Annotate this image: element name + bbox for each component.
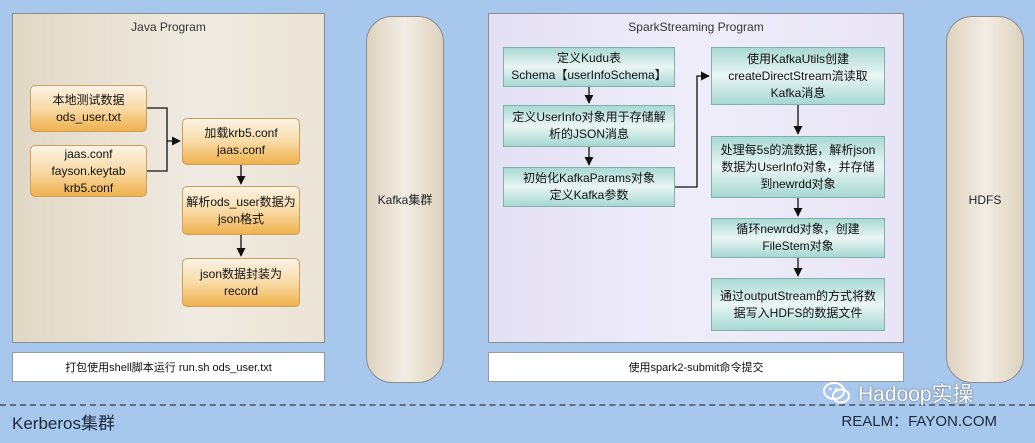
realm-label: REALM：FAYON.COM: [841, 413, 997, 430]
arrow-kafka-params-to-stream: [675, 71, 710, 188]
spark-panel-title: SparkStreaming Program: [628, 20, 764, 34]
node-parse-data: 解析ods_user数据为 json格式: [182, 186, 300, 235]
node-define-kudu-table: 定义Kudu表 Schema【userInfoSchema】: [503, 47, 675, 87]
hdfs-pillar: HDFS: [946, 16, 1024, 383]
node-define-userinfo: 定义UserInfo对象用于存储解 析的JSON消息: [503, 105, 675, 147]
kerberos-cluster-label: Kerberos集群: [12, 414, 115, 433]
kerberos-boundary-line: [0, 404, 1035, 406]
node-write-hdfs: 通过outputStream的方式将数 据写入HDFS的数据文件: [711, 278, 885, 331]
node-load-config: 加载krb5.conf jaas.conf: [182, 118, 300, 165]
java-panel-title: Java Program: [131, 20, 206, 34]
node-init-kafka-params: 初始化KafkaParams对象 定义Kafka参数: [503, 167, 675, 207]
wechat-icon: [823, 382, 850, 404]
node-process-stream: 处理每5s的流数据，解析json 数据为UserInfo对象，并存储 到newr…: [711, 136, 885, 198]
node-wrap-record: json数据封装为 record: [182, 258, 300, 307]
hdfs-label: HDFS: [968, 192, 1002, 207]
node-local-test-data: 本地测试数据 ods_user.txt: [30, 85, 147, 132]
node-config-files: jaas.conf fayson.keytab krb5.conf: [30, 145, 147, 197]
watermark: Hadoop实操: [822, 378, 974, 408]
node-loop-newrdd: 循环newrdd对象，创建 FileStem对象: [711, 218, 885, 258]
spark-footer-box: 使用spark2-submit命令提交: [488, 352, 904, 382]
kafka-cluster-label: Kafka集群: [377, 193, 433, 207]
kafka-cluster-pillar: Kafka集群: [366, 16, 444, 383]
arrow-test-data-to-load: [147, 107, 181, 146]
java-footer-box: 打包使用shell脚本运行 run.sh ods_user.txt: [12, 352, 325, 382]
watermark-text: Hadoop实操: [858, 383, 974, 406]
arrow-config-to-load: [147, 141, 168, 172]
node-create-stream: 使用KafkaUtils创建 createDirectStream流读取 Kaf…: [711, 47, 885, 105]
